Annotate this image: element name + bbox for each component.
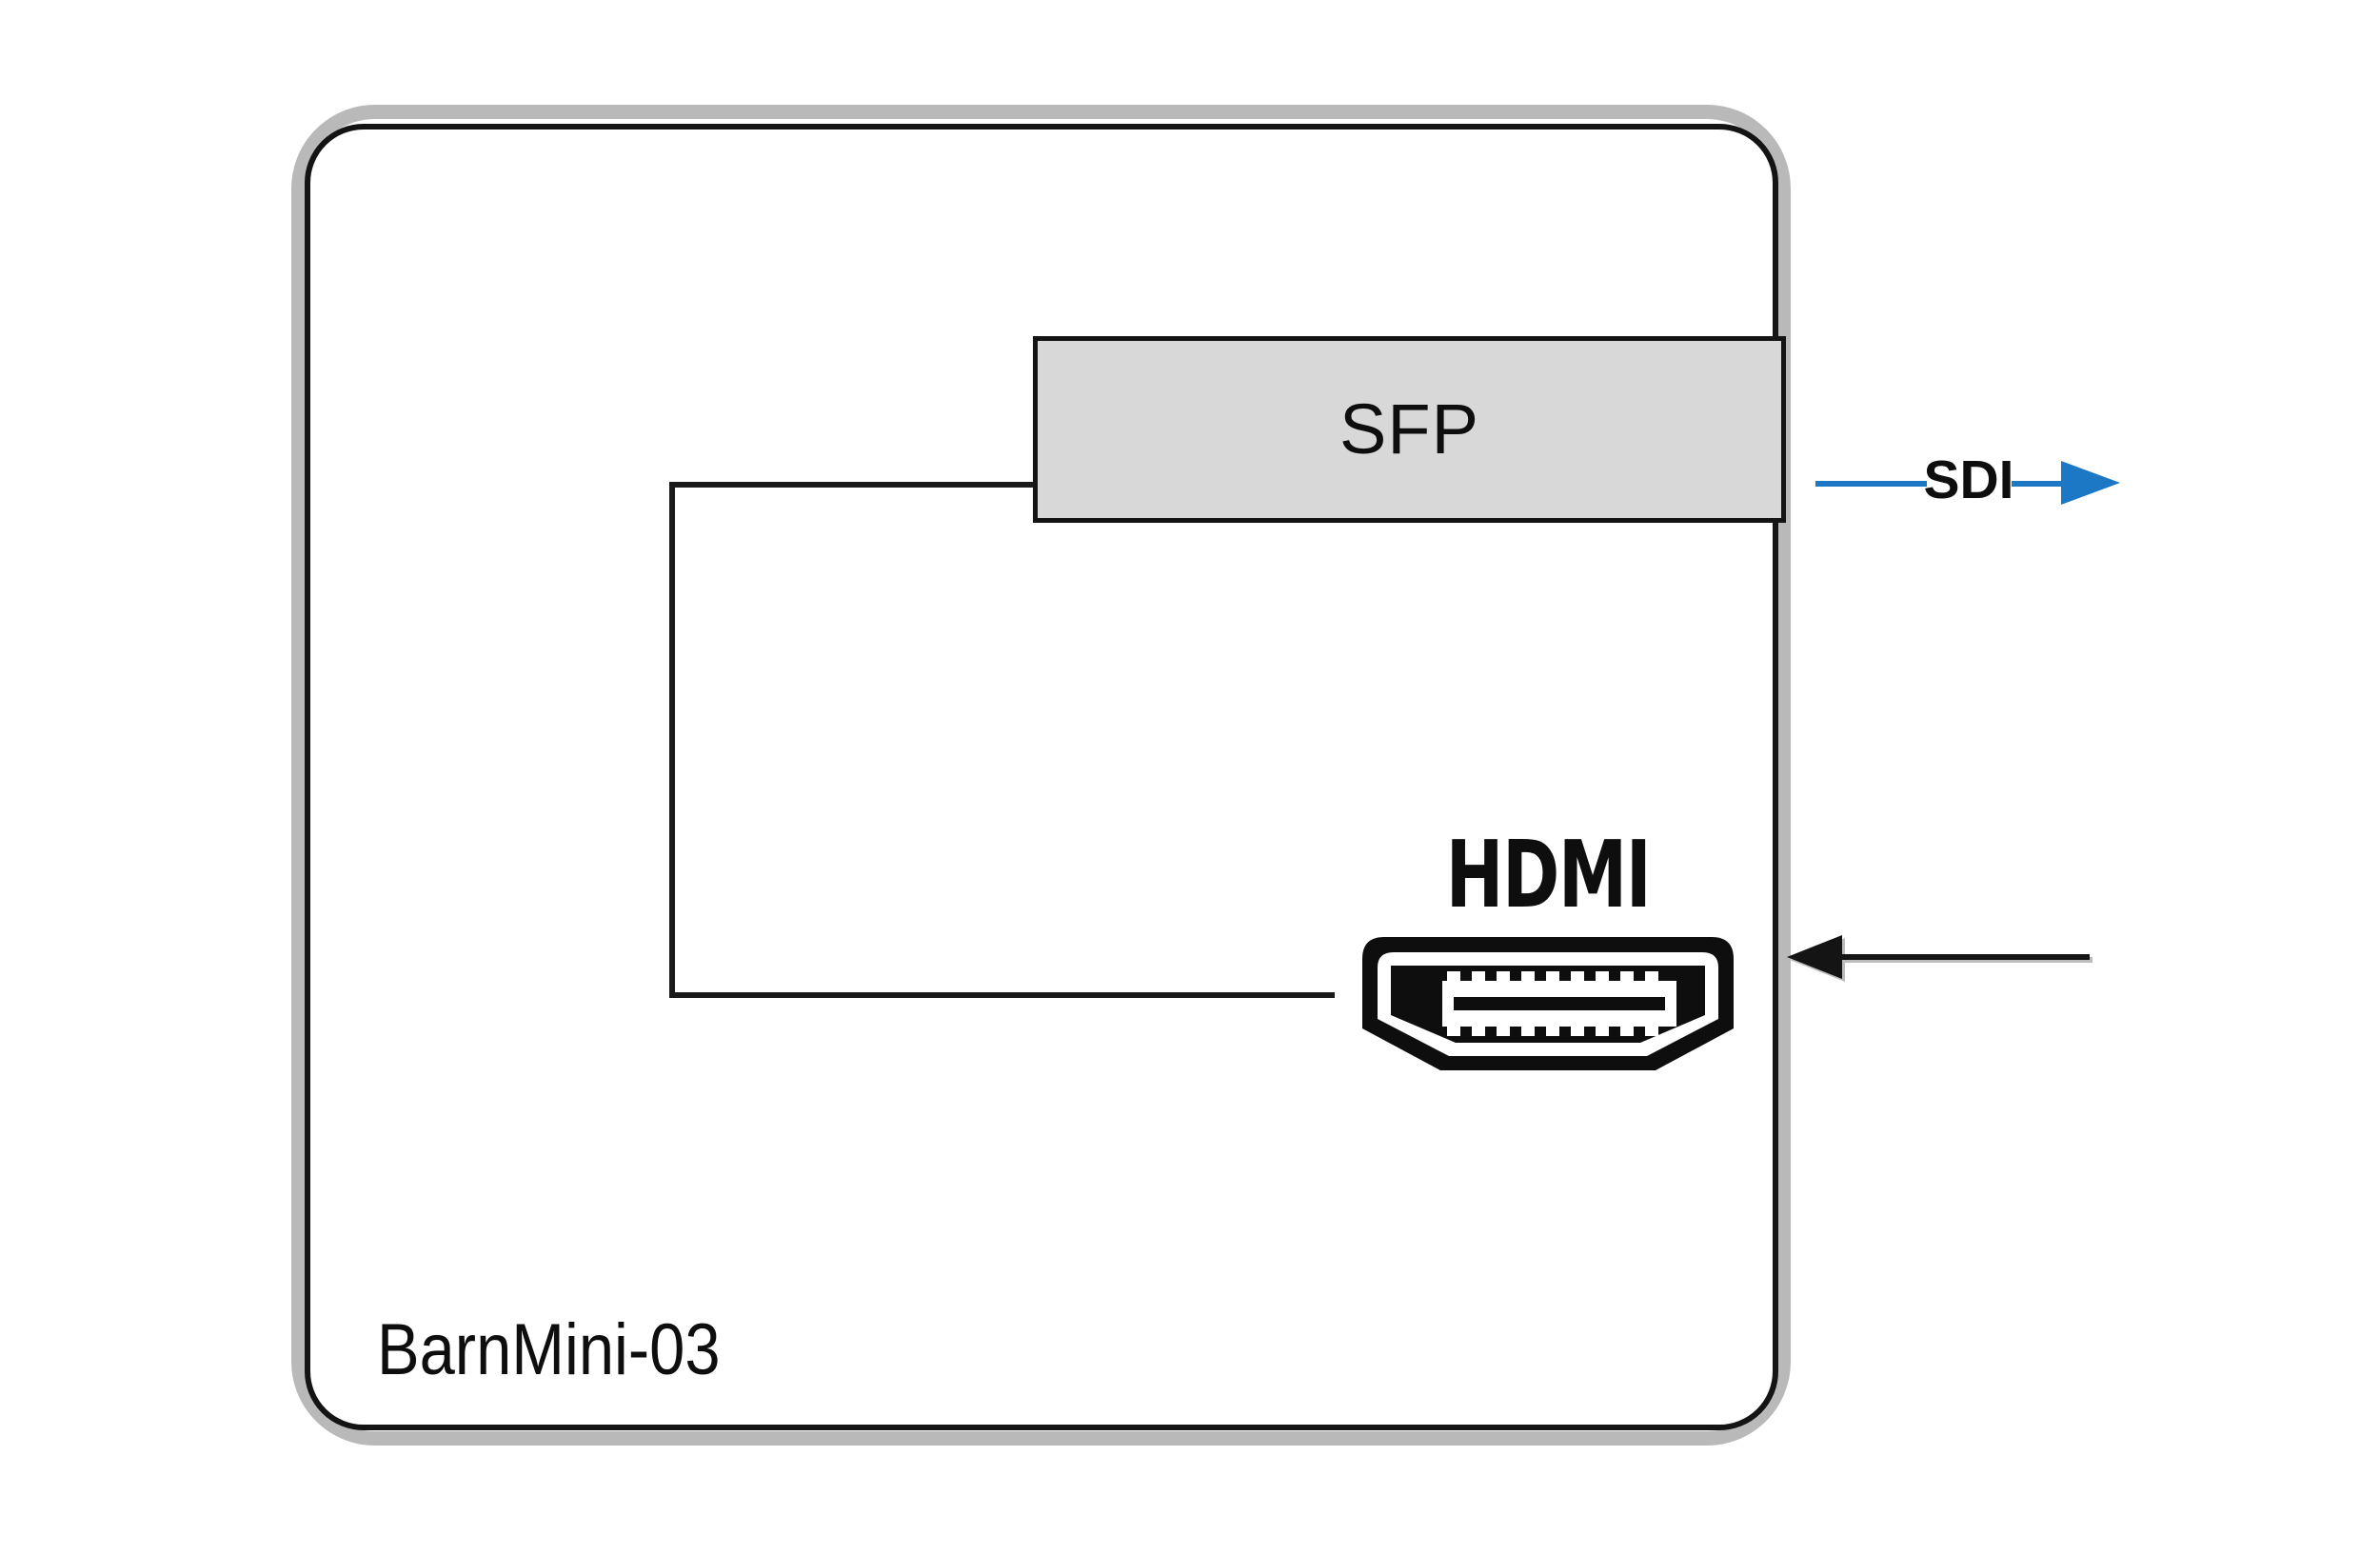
sdi-output-line-segment-1 — [1815, 481, 1927, 487]
wire-sfp-horizontal — [669, 482, 1035, 488]
device-chassis-outline — [291, 105, 1791, 1446]
device-name-label: BarnMini-03 — [377, 1309, 721, 1390]
sfp-module-label: SFP — [1339, 389, 1479, 469]
sdi-output-line-segment-2 — [2012, 481, 2061, 487]
sdi-output-arrowhead-icon — [2061, 461, 2120, 505]
hdmi-port-label: HDMI — [1445, 821, 1652, 928]
wire-vertical — [669, 482, 675, 998]
hdmi-connector-icon — [1362, 937, 1734, 1070]
hdmi-input-arrow-line — [1837, 954, 2090, 960]
sdi-output-label: SDI — [1923, 449, 2014, 510]
sfp-module-box: SFP — [1033, 336, 1786, 523]
hdmi-input-arrowhead-icon — [1787, 935, 1842, 979]
wire-hdmi-horizontal — [669, 992, 1335, 998]
hdmi-pins-top — [1447, 971, 1658, 981]
device-body — [305, 124, 1778, 1430]
hdmi-pins-bottom — [1447, 1027, 1658, 1036]
